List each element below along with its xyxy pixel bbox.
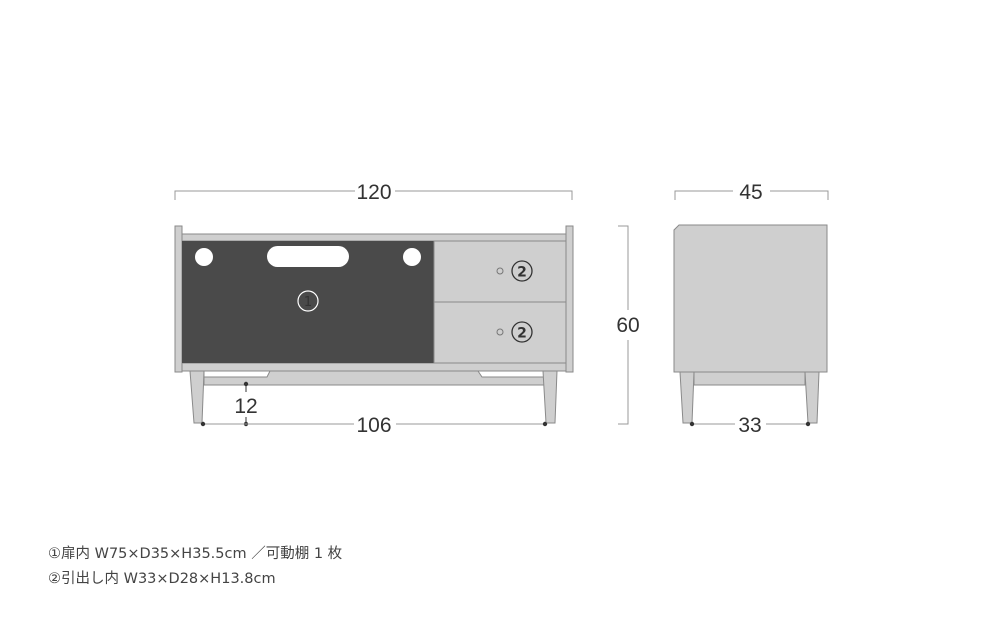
side-right-leg	[804, 371, 820, 424]
note-drawer-interior: ②引出し内 W33×D28×H13.8cm	[48, 571, 276, 587]
note-door-interior: ①扉内 W75×D35×H35.5cm ／可動棚 1 枚	[48, 546, 343, 562]
drawer-upper-marker-circle	[511, 260, 533, 282]
door-marker-circle	[297, 290, 319, 312]
leg-span-label: 106	[356, 414, 391, 437]
front-right-leg	[542, 370, 558, 424]
drawer-lower-marker-circle	[511, 321, 533, 343]
width-dimension-line	[174, 190, 573, 200]
side-left-leg	[679, 371, 695, 424]
side-leg-span-label: 33	[738, 414, 761, 437]
side-span-point-left	[689, 421, 695, 427]
front-view: 120 ① 1 2 2	[174, 181, 574, 437]
cable-hole-left	[195, 248, 213, 266]
leg-inset-label: 12	[234, 395, 257, 418]
base-cutout-left	[203, 370, 271, 378]
drawer-upper-knob	[496, 267, 504, 275]
spec-notes: ①扉内 W75×D35×H35.5cm ／可動棚 1 枚 ②引出し内 W33×D…	[48, 542, 342, 592]
height-label: 60	[616, 314, 639, 337]
cable-hole-right	[403, 248, 421, 266]
inset-point-top	[243, 381, 249, 387]
drawer-lower-knob	[496, 328, 504, 336]
depth-label: 45	[739, 181, 762, 204]
base-cutout-right	[477, 370, 545, 378]
height-dimension: 60	[616, 225, 640, 425]
right-side-post	[565, 225, 574, 373]
drawer-upper-marker-number: 2	[517, 265, 527, 281]
leg-span-point-left	[200, 421, 206, 427]
drawer-lower-marker-number: 2	[517, 326, 527, 342]
width-dimension-label: 120	[356, 181, 391, 204]
front-left-leg	[189, 370, 205, 424]
bottom-rail	[181, 362, 567, 372]
side-view: 45 33	[673, 181, 829, 437]
side-stretcher	[693, 371, 806, 386]
side-span-point-right	[805, 421, 811, 427]
top-rail	[181, 233, 567, 242]
door-marker-number: 1	[304, 295, 312, 310]
side-body	[673, 224, 828, 373]
height-dimension-line	[618, 225, 629, 425]
depth-dimension-line	[674, 190, 829, 200]
drawer-lower	[433, 301, 567, 364]
handle-cutout	[267, 246, 349, 267]
drawer-upper	[433, 240, 567, 303]
leg-span-point-right	[542, 421, 548, 427]
left-side-post	[174, 225, 183, 373]
